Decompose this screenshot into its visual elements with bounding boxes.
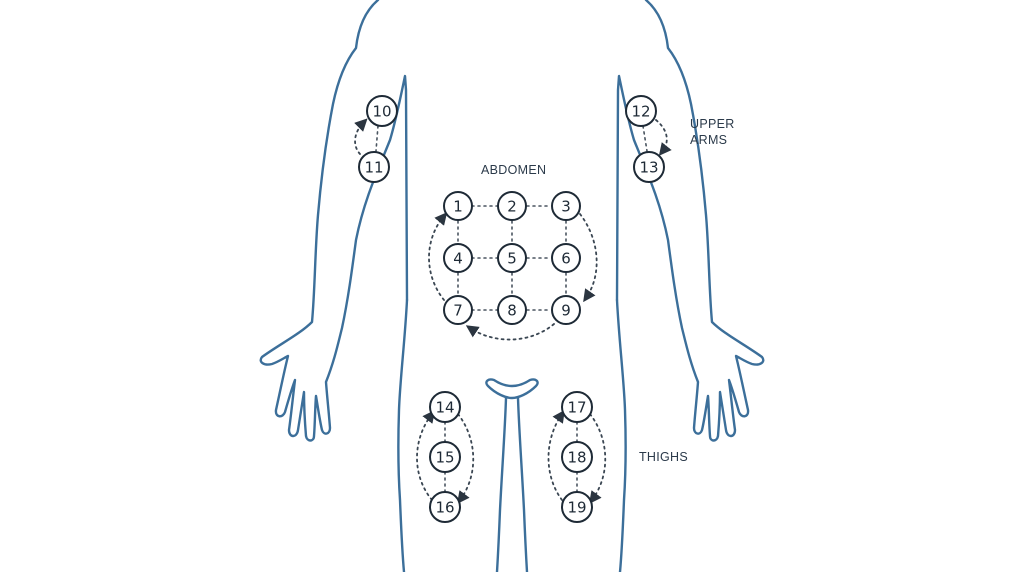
site-4-label: 4 (453, 250, 463, 268)
site-11-label: 11 (364, 159, 383, 177)
site-13-label: 13 (639, 159, 658, 177)
site-10-label: 10 (372, 103, 391, 121)
left-thigh-arrow-right (456, 413, 475, 505)
site-7[interactable]: 7 (443, 295, 473, 325)
right-arm-arrow (655, 119, 672, 156)
body-left-side (259, 0, 409, 442)
site-3-label: 3 (561, 198, 571, 216)
left-arm-arrow (354, 118, 368, 155)
body-inner-right-leg (516, 396, 529, 572)
right-arm-sites: 12 13 (625, 95, 665, 183)
site-15-label: 15 (435, 449, 454, 467)
site-15[interactable]: 15 (429, 441, 461, 473)
body-right-side (615, 0, 765, 442)
site-19-label: 19 (567, 499, 586, 517)
site-14[interactable]: 14 (429, 391, 461, 423)
site-9-label: 9 (561, 302, 571, 320)
abdomen-sites: 1 2 3 4 5 6 7 8 9 (443, 191, 581, 325)
right-thigh-arrow-right (588, 413, 607, 505)
site-10[interactable]: 10 (366, 95, 398, 127)
site-11[interactable]: 11 (358, 151, 390, 183)
abdomen-grid-connectors (457, 205, 567, 311)
site-2-label: 2 (507, 198, 517, 216)
label-upper-arms-line1: UPPER (690, 117, 735, 131)
label-upper-arms-line2: ARMS (690, 133, 727, 147)
site-6-label: 6 (561, 250, 571, 268)
left-thigh-sites: 14 15 16 (429, 391, 461, 523)
site-6[interactable]: 6 (551, 243, 581, 273)
site-14-label: 14 (435, 399, 454, 417)
label-abdomen: ABDOMEN (481, 163, 546, 177)
site-19[interactable]: 19 (561, 491, 593, 523)
site-17[interactable]: 17 (561, 391, 593, 423)
site-9[interactable]: 9 (551, 295, 581, 325)
body-outline (259, 0, 765, 572)
body-crotch (485, 378, 539, 400)
site-8[interactable]: 8 (497, 295, 527, 325)
body-right-leg (615, 298, 627, 572)
site-13[interactable]: 13 (633, 151, 665, 183)
site-5[interactable]: 5 (497, 243, 527, 273)
site-2[interactable]: 2 (497, 191, 527, 221)
site-12-label: 12 (631, 103, 650, 121)
abdomen-arrow-left (428, 212, 448, 301)
site-8-label: 8 (507, 302, 517, 320)
site-5-label: 5 (507, 250, 517, 268)
site-18[interactable]: 18 (561, 441, 593, 473)
right-thigh-arrow-left (547, 409, 565, 501)
body-inner-left-leg (495, 396, 508, 572)
site-4[interactable]: 4 (443, 243, 473, 273)
site-16-label: 16 (435, 499, 454, 517)
site-18-label: 18 (567, 449, 586, 467)
body-left-leg (397, 298, 409, 572)
label-thighs: THIGHS (639, 450, 688, 464)
left-arm-sites: 10 11 (358, 95, 398, 183)
site-3[interactable]: 3 (551, 191, 581, 221)
site-17-label: 17 (567, 399, 586, 417)
site-16[interactable]: 16 (429, 491, 461, 523)
abdomen-arrow-right (579, 213, 598, 303)
site-1[interactable]: 1 (443, 191, 473, 221)
right-thigh-sites: 17 18 19 (561, 391, 593, 523)
site-12[interactable]: 12 (625, 95, 657, 127)
rotation-arrows (354, 118, 672, 505)
site-1-label: 1 (453, 198, 463, 216)
abdomen-arrow-bottom (465, 323, 555, 341)
site-7-label: 7 (453, 302, 463, 320)
